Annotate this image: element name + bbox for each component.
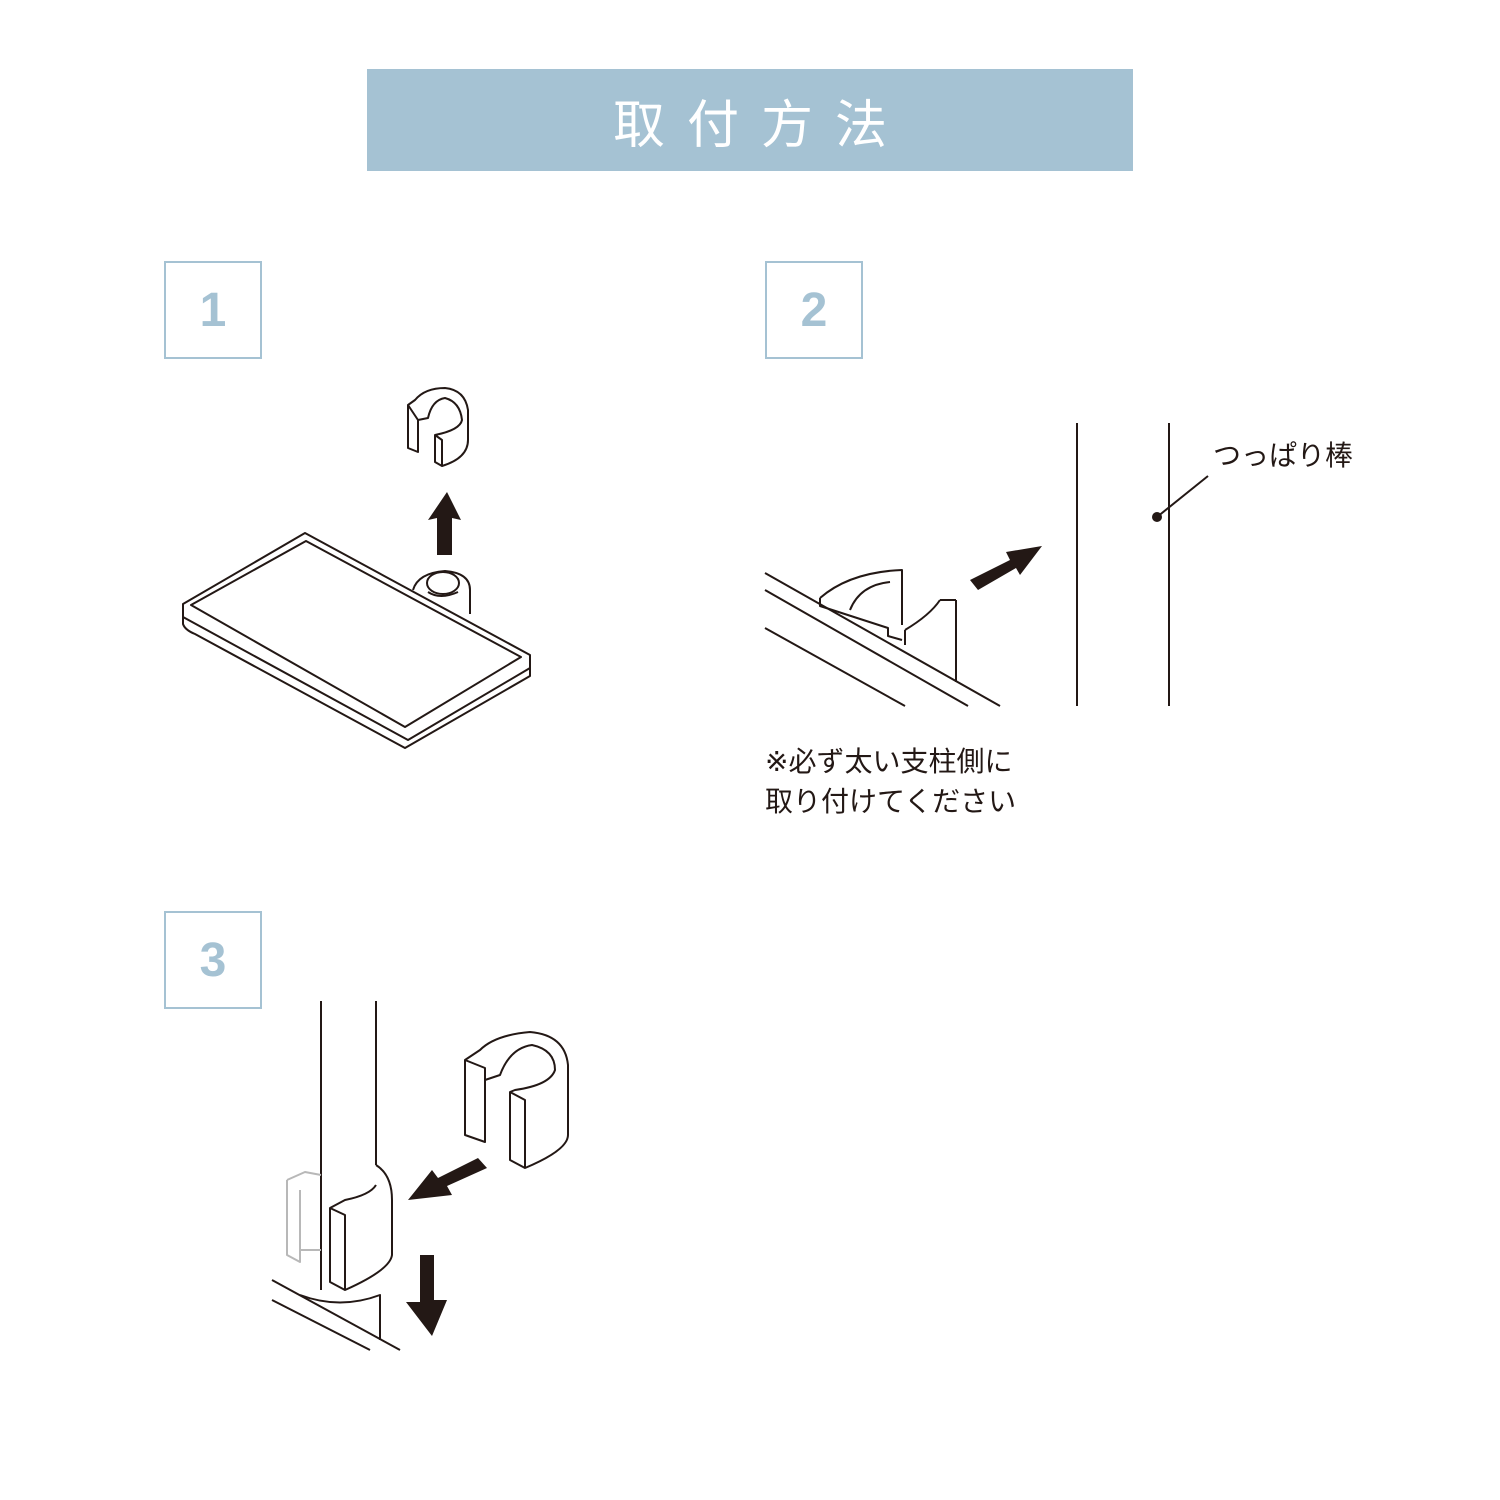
arrow-down-icon bbox=[406, 1255, 447, 1336]
step-3-mounted-clip bbox=[329, 1164, 393, 1291]
arrow-diagonal-icon bbox=[970, 546, 1042, 590]
step-3-rod-illustration bbox=[271, 1001, 401, 1351]
step-1-tray-illustration bbox=[182, 532, 531, 749]
arrow-up-icon bbox=[428, 492, 461, 555]
callout-leader bbox=[1152, 475, 1209, 522]
page-title: 取付方法 bbox=[612, 95, 909, 156]
step-1-badge: 1 bbox=[164, 261, 262, 359]
title-banner: 取付方法 bbox=[367, 69, 1133, 171]
step-3-ghost-clip bbox=[286, 1171, 322, 1263]
note-line-1: ※必ず太い支柱側に bbox=[765, 745, 1013, 778]
note-line-2: 取り付けてください bbox=[765, 785, 1017, 818]
arrow-left-icon bbox=[408, 1158, 487, 1200]
step-3-badge: 3 bbox=[164, 911, 262, 1009]
step-1-clip bbox=[407, 387, 469, 467]
step-2-badge: 2 bbox=[765, 261, 863, 359]
step-3-loose-clip bbox=[464, 1031, 569, 1169]
tension-rod bbox=[1076, 423, 1170, 706]
tension-rod-callout: つっぱり棒 bbox=[1213, 439, 1354, 472]
step-2-shelf-illustration bbox=[764, 569, 1001, 707]
